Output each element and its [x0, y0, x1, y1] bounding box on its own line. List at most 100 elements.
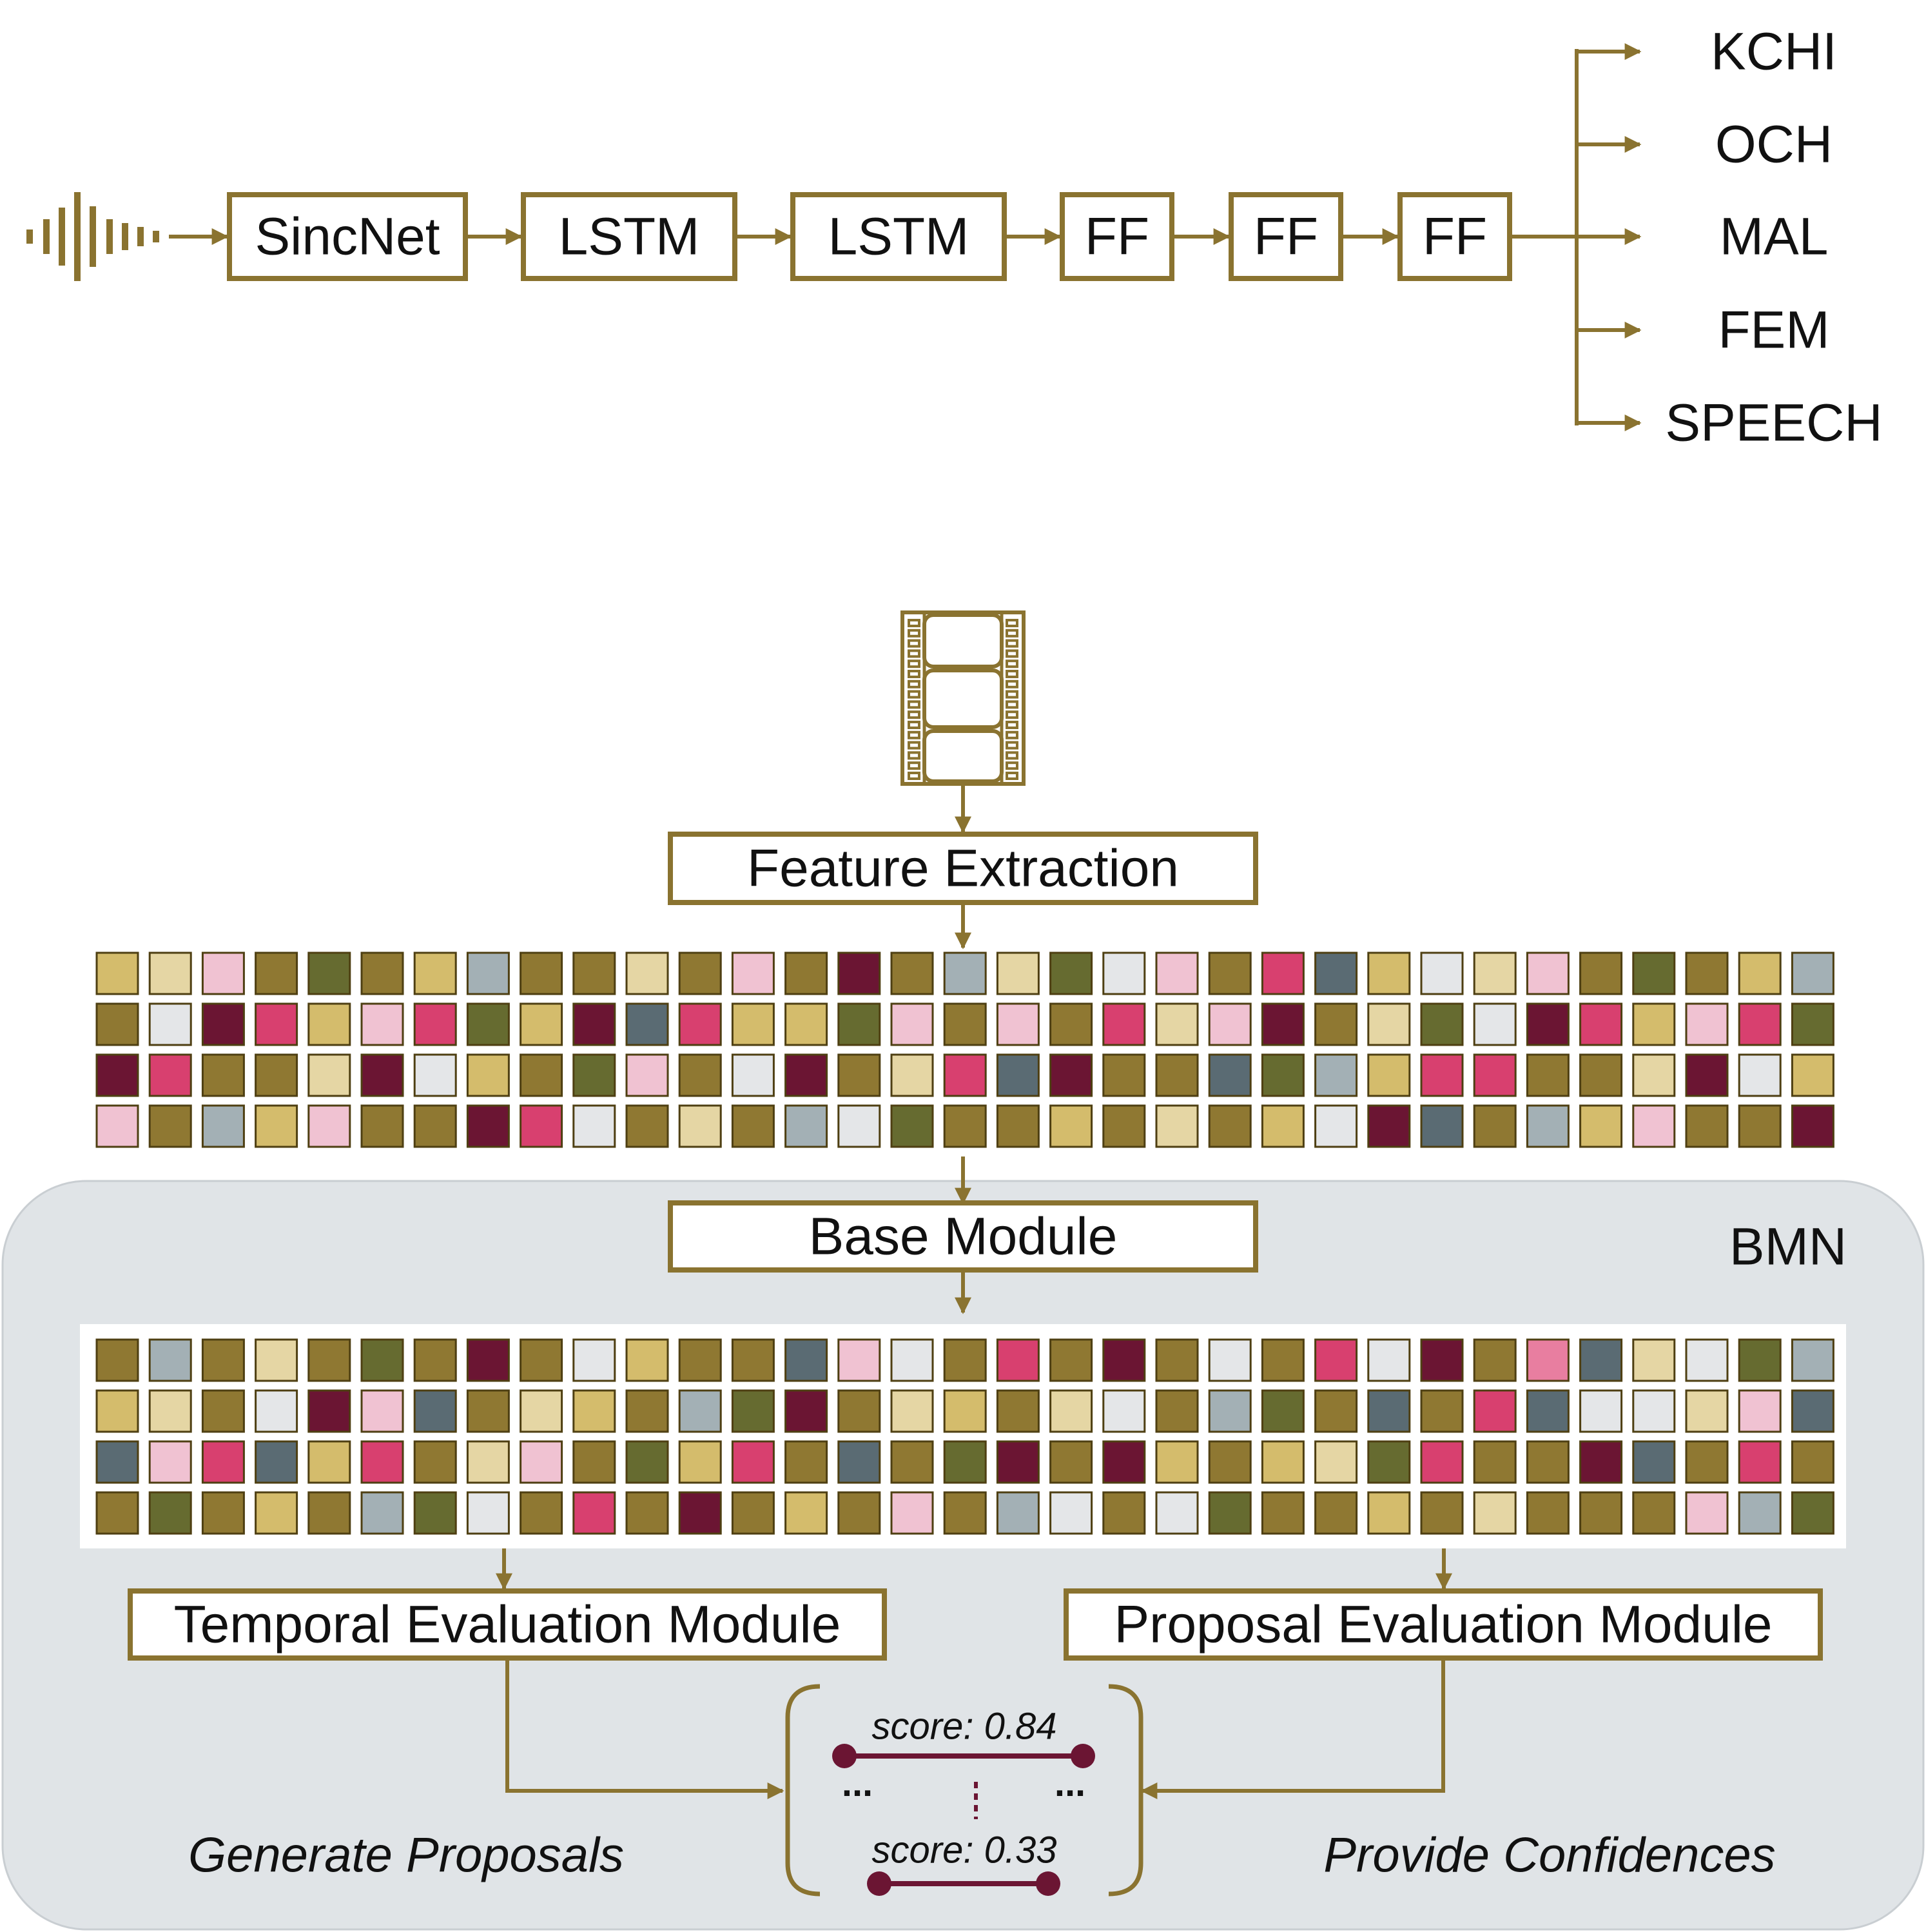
film-sprocket-hole — [908, 772, 920, 780]
feature-cell — [890, 1104, 934, 1148]
feature-cell — [1579, 951, 1623, 995]
feature-cell — [148, 1440, 192, 1484]
feature-cell — [996, 1389, 1040, 1433]
output-label-fem: FEM — [1718, 301, 1829, 360]
feature-cell — [625, 1389, 669, 1433]
proposal-score-2: score: 0.33 — [872, 1830, 1057, 1871]
feature-cell — [1155, 1338, 1199, 1382]
feature-cell — [307, 1104, 351, 1148]
feature-cell — [307, 1338, 351, 1382]
film-sprocket-hole — [908, 629, 920, 638]
feature-cell — [678, 1440, 722, 1484]
proposal-evaluation-module-label: Proposal Evaluation Module — [1114, 1595, 1772, 1654]
feature-cell — [996, 1053, 1040, 1097]
feature-cell — [1579, 1491, 1623, 1535]
feature-cell — [1526, 1053, 1570, 1097]
feature-cell — [572, 1002, 616, 1046]
feature-cell — [1791, 1053, 1834, 1097]
feature-cell — [1473, 1104, 1517, 1148]
feature-cell — [996, 1338, 1040, 1382]
feature-cell — [1208, 1104, 1252, 1148]
feature-cell — [625, 1053, 669, 1097]
feature-cell — [1155, 1389, 1199, 1433]
feature-cell — [520, 1440, 563, 1484]
feature-cell — [731, 1440, 775, 1484]
feature-cell — [520, 1491, 563, 1535]
feature-cell — [890, 1440, 934, 1484]
feature-cell — [1102, 1104, 1146, 1148]
feature-cell — [943, 1053, 987, 1097]
feature-cell — [255, 1440, 298, 1484]
feature-cell — [1314, 1104, 1358, 1148]
feature-cell — [625, 1491, 669, 1535]
film-sprocket-hole — [908, 700, 920, 709]
feature-cell — [1738, 1104, 1782, 1148]
feature-cell — [1685, 1389, 1729, 1433]
feature-cell — [678, 1491, 722, 1535]
film-sprocket-hole — [1006, 751, 1018, 760]
proposal-score-1: score: 0.84 — [872, 1706, 1057, 1748]
feature-cell — [1738, 1338, 1782, 1382]
feature-cell — [1420, 1440, 1464, 1484]
feature-cell — [1155, 1053, 1199, 1097]
film-sprocket-hole — [908, 619, 920, 627]
feature-cell — [1685, 1338, 1729, 1382]
feature-cell — [1420, 1338, 1464, 1382]
feature-cell — [996, 1440, 1040, 1484]
feature-cell — [1685, 1440, 1729, 1484]
feature-cell — [1685, 1053, 1729, 1097]
feature-cell — [1314, 1002, 1358, 1046]
feature-cell — [890, 1002, 934, 1046]
feature-cell — [1685, 951, 1729, 995]
feature-cell — [466, 951, 510, 995]
feature-cell — [413, 1053, 457, 1097]
feature-cell — [1102, 1389, 1146, 1433]
feature-cell — [413, 1338, 457, 1382]
feature-cell — [1420, 1053, 1464, 1097]
feature-cell — [520, 1338, 563, 1382]
feature-cell — [148, 1491, 192, 1535]
feature-cell — [1473, 951, 1517, 995]
proposal-evaluation-module-box: Proposal Evaluation Module — [1064, 1588, 1823, 1661]
feature-cell — [201, 1389, 245, 1433]
feature-cell — [1579, 1104, 1623, 1148]
stage-label-ff-2: FF — [1254, 208, 1318, 266]
feature-cell — [1261, 1002, 1305, 1046]
feature-cell — [784, 1002, 828, 1046]
feature-cell — [625, 1338, 669, 1382]
feature-cell — [1632, 1053, 1676, 1097]
feature-cell — [784, 1491, 828, 1535]
feature-cell — [466, 1053, 510, 1097]
feature-cell — [413, 1389, 457, 1433]
feature-cell — [466, 1491, 510, 1535]
feature-cell — [943, 1440, 987, 1484]
feature-cell — [95, 1002, 139, 1046]
film-sprocket-hole — [1006, 670, 1018, 678]
output-fan — [1510, 43, 1642, 431]
feature-cell — [890, 1491, 934, 1535]
feature-cell — [255, 1002, 298, 1046]
feature-cell — [678, 1104, 722, 1148]
feature-cell — [731, 1053, 775, 1097]
stage-label-ff-3: FF — [1423, 208, 1487, 266]
feature-cell — [1314, 1440, 1358, 1484]
feature-cell — [95, 1440, 139, 1484]
feature-cell — [520, 951, 563, 995]
feature-cell — [413, 1002, 457, 1046]
feature-cell — [1049, 1338, 1093, 1382]
feature-cell — [1473, 1491, 1517, 1535]
film-sprocket-hole — [908, 730, 920, 739]
waveform-icon — [26, 192, 159, 281]
stage-label-lstm-2: LSTM — [828, 208, 969, 266]
feature-cell — [95, 1104, 139, 1148]
feature-cell — [1632, 1491, 1676, 1535]
film-sprocket-hole — [908, 639, 920, 648]
feature-cell — [1738, 1491, 1782, 1535]
feature-cell — [1473, 1053, 1517, 1097]
film-sprocket-hole — [1006, 761, 1018, 770]
feature-cell — [1420, 951, 1464, 995]
feature-cell — [837, 951, 881, 995]
feature-cell — [625, 1002, 669, 1046]
feature-cell — [413, 1104, 457, 1148]
